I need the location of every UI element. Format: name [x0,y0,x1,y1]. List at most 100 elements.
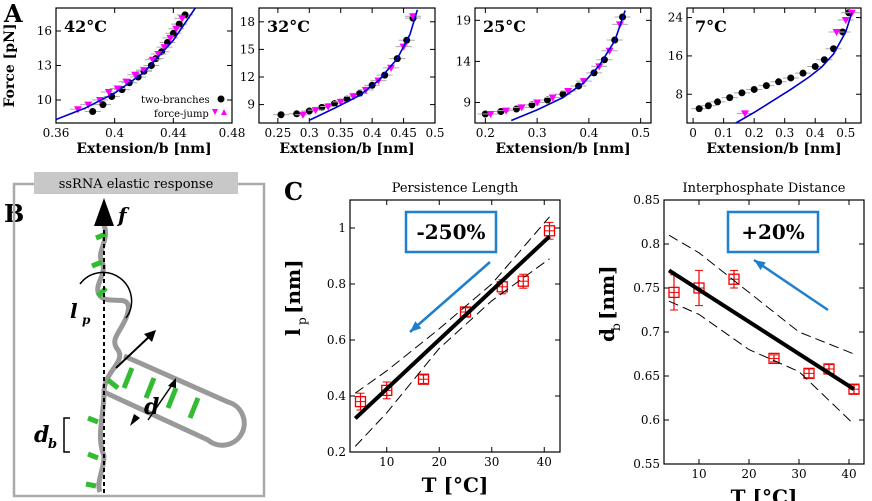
y-axis-label-sub: b [609,323,623,331]
confidence-band [354,216,550,394]
panel-letter-c: C [284,177,303,206]
data-point-force-jump [148,56,157,64]
extension-arrow-icon [144,330,156,342]
data-point-force-jump [349,93,358,101]
data-point-two-branches [381,71,389,79]
data-point-two-branches [695,105,703,113]
confidence-band [668,300,855,425]
data-point-two-branches [590,69,598,77]
x-tick-label: 0.5 [631,126,650,140]
data-point-force-jump [140,67,148,75]
d-arrow-icon-2 [130,414,140,426]
temperature-label: 7°C [695,17,727,36]
data-point-two-branches [787,74,795,82]
x-tick-label: 0.44 [160,126,187,140]
data-point [803,367,815,380]
data-point-force-jump [502,107,511,115]
data-point-two-branches [543,96,551,104]
y-axis-label-unit: [nm] [595,265,619,320]
legend-marker-two-branches [217,95,225,103]
d-arrow-icon [168,378,176,388]
fit-line [308,9,419,121]
y-tick-label: 10 [37,93,52,107]
data-point-force-jump [178,15,187,23]
chart-title: Interphosphate Distance [683,181,846,196]
x-tick-label: 0.48 [219,126,246,140]
data-marker [668,286,680,299]
y-axis-label: l [281,328,305,336]
x-tick-label: 0.36 [43,126,70,140]
y-tick-label: 1 [338,221,346,235]
data-point-two-branches [738,89,746,97]
data-point [517,273,529,289]
data-point-force-jump [605,47,614,55]
y-axis-label-sub: p [295,317,309,325]
data-point-two-branches [726,94,734,102]
data-point-two-branches [775,78,783,86]
base-tick [87,451,99,461]
d-label: d [144,394,159,420]
data-point-force-jump [336,98,345,106]
x-tick-label: 40 [537,455,552,469]
x-tick-label: 0.2 [476,126,495,140]
data-point-force-jump [154,51,163,58]
lp-subscript: p [82,313,91,327]
data-marker [417,373,430,385]
schematic-header: ssRNA elastic response [59,177,214,192]
y-tick-label: 8 [675,87,683,101]
data-point-force-jump [595,63,604,71]
data-point-force-jump [548,94,557,102]
temperature-label: 42°C [64,17,107,36]
fit-line [735,12,853,124]
data-point-force-jump [832,28,841,36]
d-arrow-line [147,381,175,421]
base-tick [87,415,99,425]
annotation-arrow-icon [754,260,766,271]
y-tick-label: 0.85 [633,193,660,207]
x-tick-label: 20 [432,455,447,469]
base-tick [106,378,120,390]
y-tick-label: 0.2 [327,445,346,459]
annotation-box [726,210,820,254]
base-tick [85,481,97,489]
data-point-force-jump [122,78,131,86]
data-point [417,373,430,385]
x-tick-label: 0.3 [528,126,547,140]
annotation-arrow-line [409,261,491,333]
temperature-label: 25°C [483,17,526,36]
x-tick-label: 0 [689,126,697,140]
data-marker [381,384,393,397]
x-axis-label: Extension/b [nm] [706,141,841,157]
x-tick-label: 20 [741,467,756,481]
x-axis-label: T [°C] [731,485,798,501]
data-point-force-jump [74,106,82,114]
data-point-force-jump [311,107,320,115]
data-marker [354,395,367,408]
data-marker [543,225,556,237]
base-pair [143,377,157,399]
data-point-two-branches [762,82,770,90]
base-tick [95,231,107,241]
confidence-band [668,234,855,355]
fit-line [667,268,856,391]
x-tick-label: 0.3 [300,126,319,140]
y-tick-label: 9 [247,98,255,112]
data-point-force-jump [533,99,542,107]
data-point-two-branches [356,90,364,98]
x-tick-label: 30 [791,467,806,481]
data-point-two-branches [714,98,722,106]
base-tick [91,259,103,269]
db-subscript: b [48,437,57,452]
y-tick-label: 0.55 [633,457,660,471]
data-marker [768,352,780,365]
data-marker [848,383,860,395]
chart-title: Persistence Length [392,181,519,196]
data-point-force-jump [299,111,307,119]
data-point-two-branches [277,111,285,119]
plot-frame [349,199,561,453]
data-point-force-jump [84,101,93,109]
